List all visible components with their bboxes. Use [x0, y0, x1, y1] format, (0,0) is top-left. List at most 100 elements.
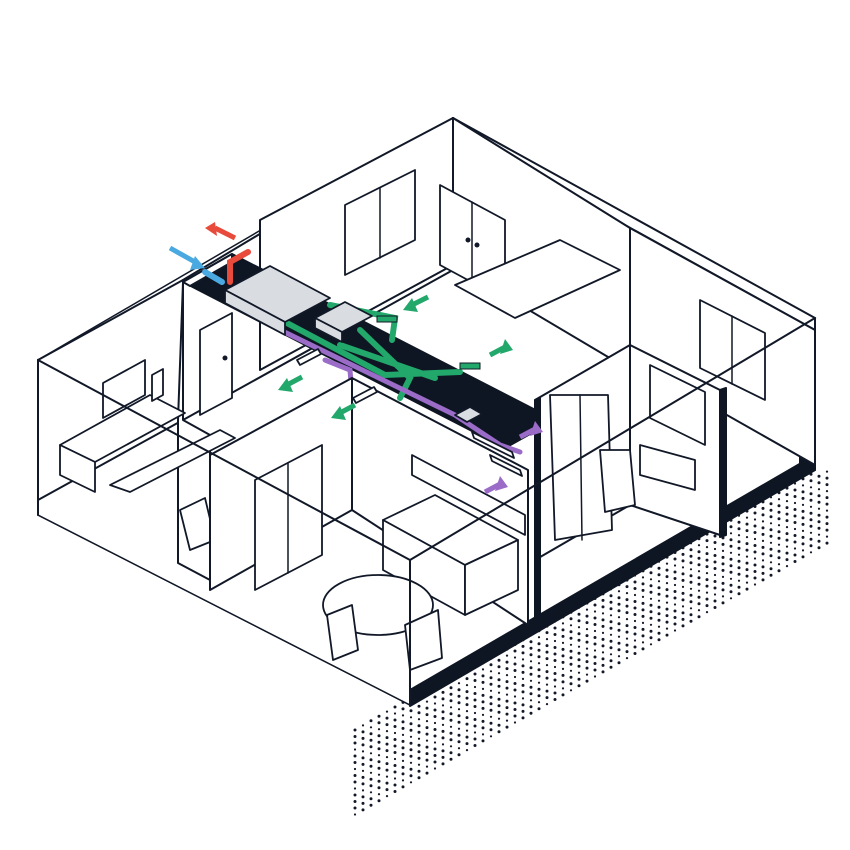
shadow-dot — [585, 647, 589, 650]
shadow-dot — [385, 723, 389, 727]
shadow-dot — [817, 546, 821, 550]
shadow-dot — [769, 547, 773, 551]
shadow-dot — [521, 697, 525, 700]
shadow-dot — [825, 541, 829, 545]
shadow-dot — [385, 762, 389, 766]
shadow-dot — [361, 736, 365, 740]
shadow-dot — [585, 608, 589, 611]
chair-left — [326, 604, 359, 661]
shadow-dot — [609, 633, 613, 636]
shadow-dot — [761, 552, 765, 556]
shadow-dot — [713, 599, 717, 603]
shadow-dot — [569, 656, 573, 660]
shadow-dot — [545, 664, 549, 667]
shadow-dot — [521, 690, 525, 694]
shadow-dot — [673, 570, 677, 574]
shadow-dot — [769, 541, 773, 544]
shadow-dot — [745, 516, 749, 519]
shadow-dot — [377, 728, 381, 731]
shadow-dot — [553, 691, 557, 695]
shadow-dot — [593, 629, 597, 633]
shadow-dot — [377, 714, 381, 718]
shadow-dot — [521, 670, 525, 674]
shadow-dot — [721, 562, 725, 566]
shadow-dot — [513, 656, 517, 659]
shadow-dot — [761, 532, 765, 536]
shadow-dot — [561, 680, 565, 684]
shadow-dot — [665, 562, 669, 565]
shadow-dot — [537, 662, 541, 665]
shadow-dot — [641, 576, 645, 579]
shadow-dot — [497, 730, 501, 734]
shadow-dot — [449, 718, 453, 722]
shadow-dot — [753, 511, 757, 515]
shadow-dot — [417, 743, 421, 747]
shadow-dot — [497, 717, 501, 720]
shadow-dot — [369, 797, 373, 801]
shadow-dot — [761, 506, 765, 510]
shadow-dot — [665, 582, 669, 585]
shadow-dot — [561, 641, 565, 645]
shadow-dot — [561, 634, 565, 638]
shadow-dot — [369, 777, 373, 781]
shadow-dot — [745, 548, 749, 552]
shadow-dot — [481, 726, 485, 730]
shadow-dot — [585, 673, 589, 676]
shadow-dot — [713, 606, 717, 609]
shadow-dot — [633, 580, 637, 584]
shadow-dot — [785, 538, 789, 542]
shadow-dot — [617, 596, 621, 600]
shadow-dot — [569, 682, 573, 686]
shadow-dot — [577, 645, 581, 648]
shadow-dot — [457, 727, 461, 730]
shadow-dot — [497, 723, 501, 727]
shadow-dot — [545, 703, 549, 706]
shadow-dot — [473, 731, 477, 734]
shadow-dot — [353, 741, 357, 745]
shadow-dot — [665, 594, 669, 598]
shadow-dot — [481, 680, 485, 684]
shadow-dot — [441, 729, 445, 733]
shadow-dot — [641, 641, 645, 644]
shadow-dot — [601, 644, 605, 648]
shadow-dot — [593, 636, 597, 639]
shadow-dot — [697, 544, 701, 547]
shadow-dot — [649, 578, 653, 581]
shadow-dot — [665, 627, 669, 630]
shadow-dot — [801, 509, 805, 513]
shadow-dot — [777, 556, 781, 560]
shadow-dot — [745, 581, 749, 584]
shadow-dot — [769, 508, 773, 512]
shadow-dot — [481, 706, 485, 710]
shadow-dot — [817, 520, 821, 524]
shadow-dot — [753, 576, 757, 580]
shadow-dot — [385, 756, 389, 759]
shadow-dot — [601, 605, 605, 609]
shadow-dot — [569, 617, 573, 621]
shadow-dot — [577, 677, 581, 681]
shadow-dot — [481, 687, 485, 691]
shadow-dot — [761, 520, 765, 523]
shadow-dot — [585, 628, 589, 631]
shadow-dot — [361, 782, 365, 786]
bed — [454, 239, 621, 319]
shadow-dot — [625, 618, 629, 621]
shadow-dot — [521, 644, 525, 648]
shadow-dot — [433, 695, 437, 699]
shadow-dot — [633, 619, 637, 623]
shadow-dot — [369, 752, 373, 755]
shadow-dot — [777, 498, 781, 501]
shadow-dot — [545, 650, 549, 654]
shadow-dot — [545, 670, 549, 674]
shadow-dot — [593, 649, 597, 652]
shadow-dot — [617, 635, 621, 638]
shadow-dot — [545, 638, 549, 641]
shadow-dot — [353, 813, 357, 816]
shadow-dot — [353, 735, 357, 738]
shadow-dot — [753, 531, 757, 534]
shadow-dot — [721, 595, 725, 598]
shadow-dot — [649, 643, 653, 646]
shadow-dot — [393, 751, 397, 754]
shadow-dot — [401, 759, 405, 763]
shadow-dot — [529, 653, 533, 657]
